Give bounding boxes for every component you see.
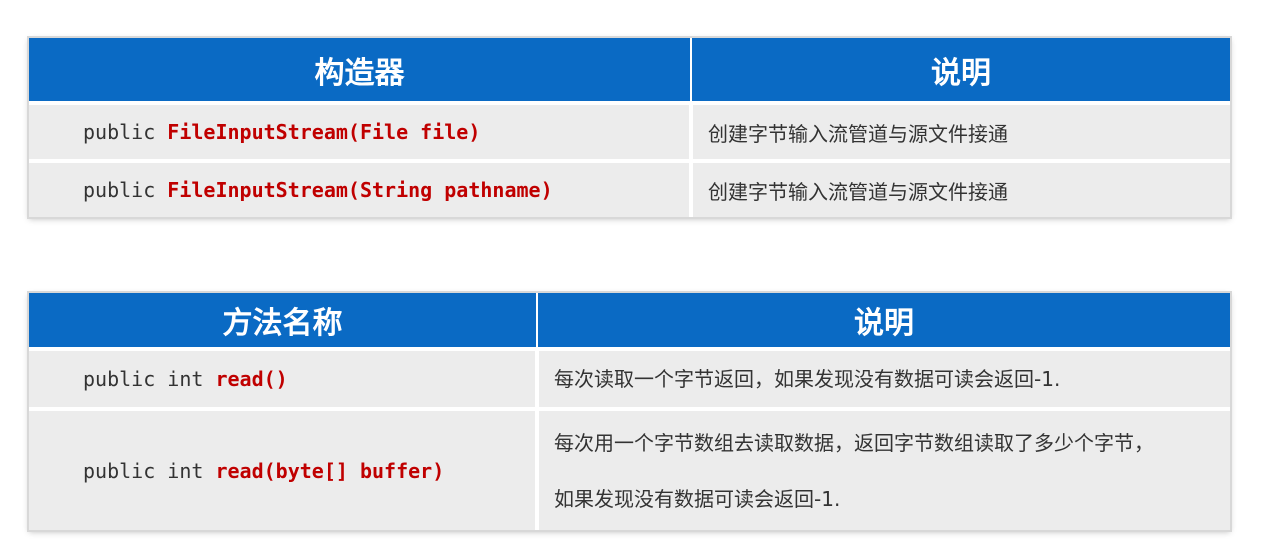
- description-cell: 创建字节输入流管道与源文件接通: [691, 101, 1230, 161]
- constructor-signature: FileInputStream(File file): [167, 120, 481, 144]
- column-header-description: 说明: [691, 38, 1230, 103]
- method-cell: public int read(): [29, 347, 539, 409]
- method-signature: read(): [215, 367, 288, 391]
- description-cell: 每次读取一个字节返回，如果发现没有数据可读会返回-1.: [537, 347, 1230, 409]
- description-line: 每次用一个字节数组去读取数据，返回字节数组读取了多少个字节，: [554, 430, 1154, 455]
- column-header-constructor: 构造器: [29, 38, 692, 103]
- modifier-text: public int: [83, 458, 216, 483]
- method-cell: public int read(byte[] buffer): [29, 407, 539, 530]
- table-row: public FileInputStream(String pathname) …: [29, 159, 1230, 217]
- description-cell: 每次用一个字节数组去读取数据，返回字节数组读取了多少个字节， 如果发现没有数据可读…: [537, 407, 1230, 530]
- description-line: 每次读取一个字节返回，如果发现没有数据可读会返回-1.: [554, 367, 1061, 391]
- modifier-text: public int: [83, 367, 216, 391]
- modifier-text: public: [83, 178, 168, 202]
- method-signature: read(byte[] buffer): [215, 458, 445, 483]
- constructor-cell: public FileInputStream(String pathname): [29, 159, 693, 217]
- constructor-cell: public FileInputStream(File file): [29, 101, 693, 161]
- table-row: public int read() 每次读取一个字节返回，如果发现没有数据可读会…: [29, 347, 1230, 409]
- constructor-signature: FileInputStream(String pathname): [167, 178, 553, 202]
- methods-table: 方法名称 说明 public int read() 每次读取一个字节返回，如果发…: [29, 293, 1230, 530]
- constructors-table: 构造器 说明 public FileInputStream(File file)…: [29, 38, 1230, 217]
- column-header-description: 说明: [537, 293, 1230, 349]
- table-header-row: 构造器 说明: [29, 38, 1230, 103]
- description-cell: 创建字节输入流管道与源文件接通: [691, 159, 1230, 217]
- column-header-method-name: 方法名称: [29, 293, 538, 349]
- description-line: 如果发现没有数据可读会返回-1.: [554, 486, 841, 511]
- table-row: public FileInputStream(File file) 创建字节输入…: [29, 101, 1230, 161]
- table-header-row: 方法名称 说明: [29, 293, 1230, 349]
- table-row: public int read(byte[] buffer) 每次用一个字节数组…: [29, 407, 1230, 530]
- modifier-text: public: [83, 120, 168, 144]
